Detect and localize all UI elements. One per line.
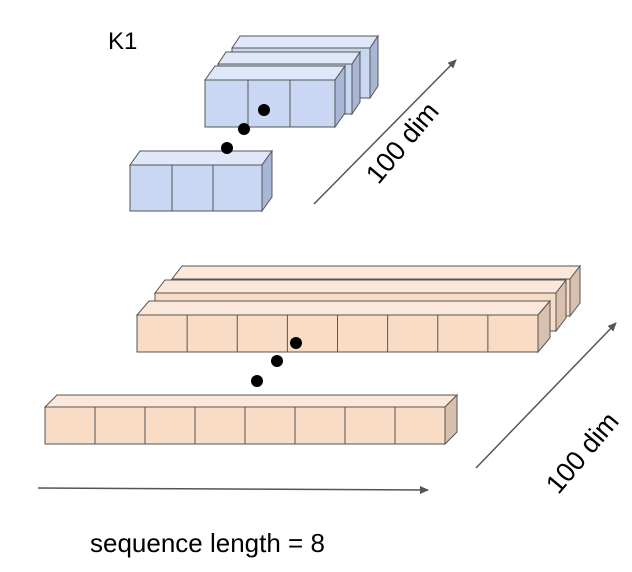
sequence-length-label: sequence length = 8 (90, 528, 325, 558)
sequence-dim-arrow (475, 322, 617, 469)
sequence-layer-top (135, 299, 552, 354)
kernel-stack (129, 34, 379, 213)
sequence-layer-bottom (43, 393, 459, 446)
kernel-ellipsis-dots (221, 104, 270, 154)
sequence-bottom-cell-dividers (94, 407, 396, 444)
kernel-layer-top (204, 64, 346, 129)
sequence-length-arrow (37, 485, 429, 494)
sequence-ellipsis-dots (251, 337, 302, 387)
kernel-label: K1 (108, 28, 138, 55)
kernel-dim-arrow (313, 59, 457, 205)
sequence-stack (43, 264, 582, 446)
kernel-layer-bottom (129, 149, 273, 213)
sequence-top-cell-dividers (186, 315, 489, 352)
